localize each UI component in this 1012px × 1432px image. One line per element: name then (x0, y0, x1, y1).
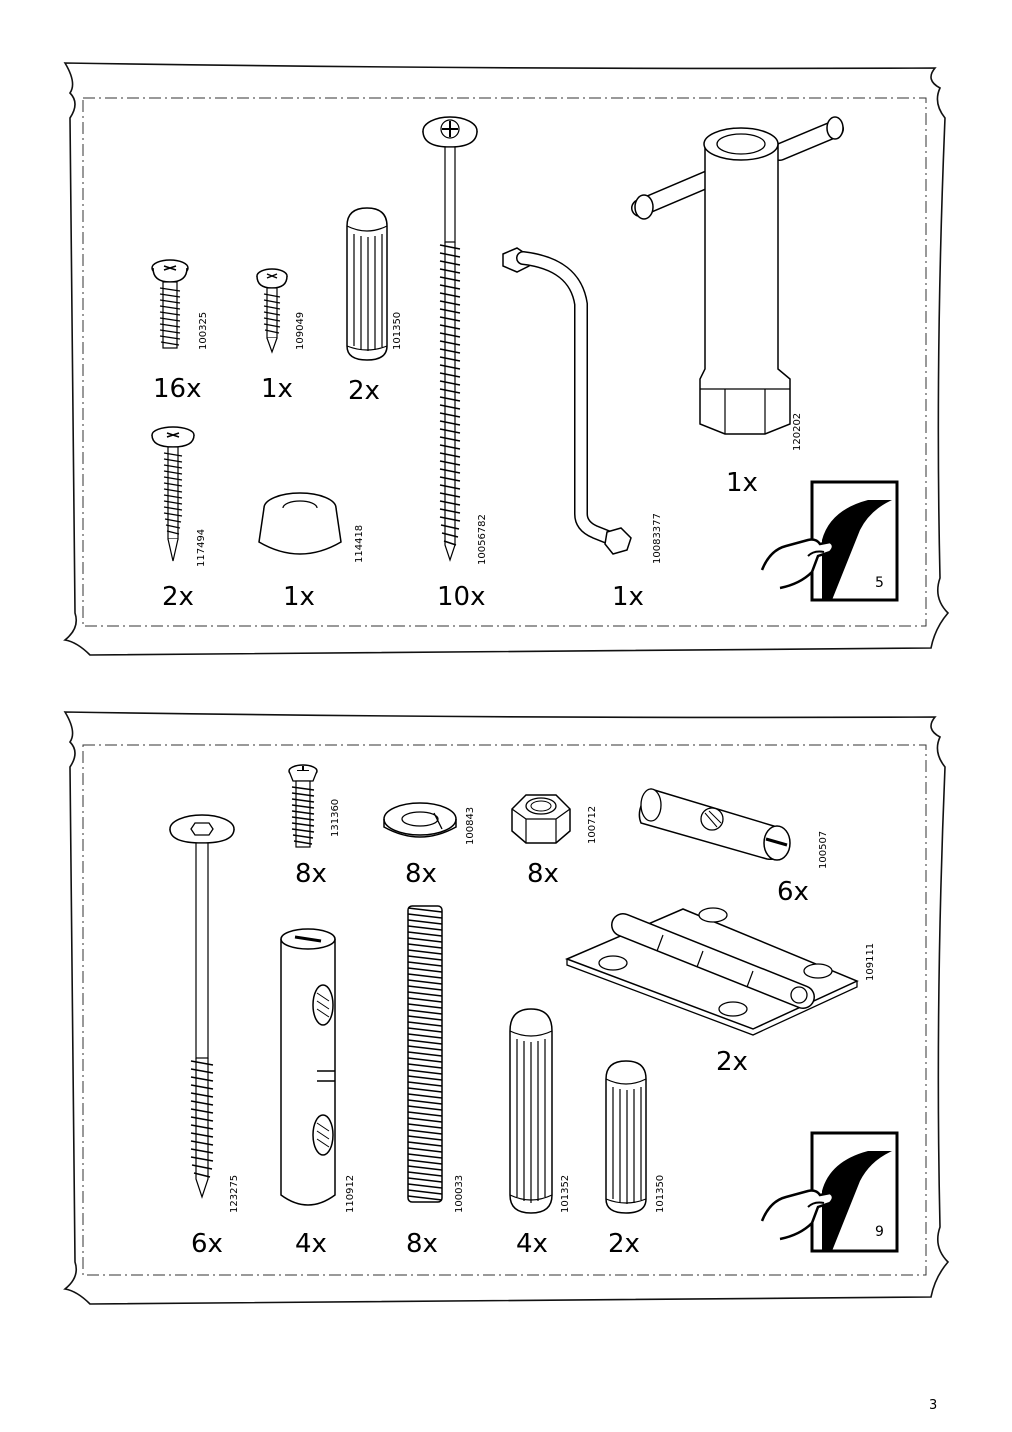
t-handle-box-wrench-icon (630, 114, 850, 459)
part-code: 110912 (345, 1174, 356, 1213)
part-quantity: 6x (777, 877, 809, 907)
wooden-dowel-large-icon (508, 1007, 554, 1222)
see-page-reference-icon (760, 480, 900, 609)
part-quantity: 2x (608, 1229, 640, 1259)
part-code: 100033 (454, 1174, 465, 1213)
part-code: 109111 (865, 942, 876, 981)
rubber-foot-pad-icon (255, 490, 345, 567)
part-code: 101350 (392, 311, 403, 350)
part-code: 100507 (818, 830, 829, 869)
part-quantity: 4x (516, 1229, 548, 1259)
part-quantity: 8x (527, 859, 559, 889)
part-code: 109049 (295, 311, 306, 350)
part-code: 117494 (196, 528, 207, 567)
part-quantity: 1x (261, 374, 293, 404)
small-pan-head-screw-icon (254, 268, 290, 361)
part-code: 123275 (229, 1174, 240, 1213)
part-quantity: 8x (406, 1229, 438, 1259)
allen-key-icon (495, 244, 635, 569)
part-quantity: 8x (295, 859, 327, 889)
long-bolt-icon (167, 813, 237, 1218)
spring-washer-icon (380, 799, 460, 848)
wooden-dowel-icon (604, 1059, 648, 1222)
part-quantity: 10x (437, 582, 486, 612)
long-wood-screw-icon (420, 115, 480, 570)
page-number: 3 (929, 1398, 938, 1413)
cross-dowel-icon (273, 925, 343, 1220)
part-quantity: 4x (295, 1229, 327, 1259)
part-code: 101350 (655, 1174, 666, 1213)
part-quantity: 2x (348, 376, 380, 406)
part-code: 101352 (560, 1174, 571, 1213)
threaded-rod-icon (404, 900, 446, 1215)
part-code: 131360 (330, 798, 341, 837)
part-code: 100712 (587, 805, 598, 844)
hardware-bag-panel-bottom: 131360 8x 100843 8x 100712 8x (55, 707, 955, 1307)
bag-outline (63, 711, 950, 1305)
hardware-bag-panel-top: 100325 16x 109049 1x 101350 2x (55, 58, 955, 658)
wooden-dowel-icon (345, 206, 389, 369)
part-quantity: 1x (283, 582, 315, 612)
chipboard-screw-icon (287, 763, 319, 858)
part-quantity: 2x (162, 582, 194, 612)
see-page-number: 9 (875, 1224, 884, 1240)
barrel-nut-icon (637, 779, 797, 874)
part-code: 100325 (198, 311, 209, 350)
bag-outline (63, 62, 950, 656)
part-quantity: 2x (716, 1047, 748, 1077)
hinge-icon (563, 899, 863, 1044)
pointed-wood-screw-icon (150, 425, 196, 570)
part-code: 120202 (792, 412, 803, 451)
see-page-number: 5 (875, 575, 884, 591)
part-quantity: 1x (726, 468, 758, 498)
pan-head-screw-icon (150, 258, 190, 363)
part-code: 10056782 (477, 514, 488, 565)
hex-nut-icon (508, 791, 574, 852)
part-quantity: 6x (191, 1229, 223, 1259)
part-code: 10083377 (652, 513, 663, 564)
see-page-reference-icon (760, 1131, 900, 1260)
part-quantity: 1x (612, 582, 644, 612)
part-quantity: 16x (153, 374, 202, 404)
part-code: 100843 (465, 806, 476, 845)
part-quantity: 8x (405, 859, 437, 889)
part-code: 114418 (354, 524, 365, 563)
